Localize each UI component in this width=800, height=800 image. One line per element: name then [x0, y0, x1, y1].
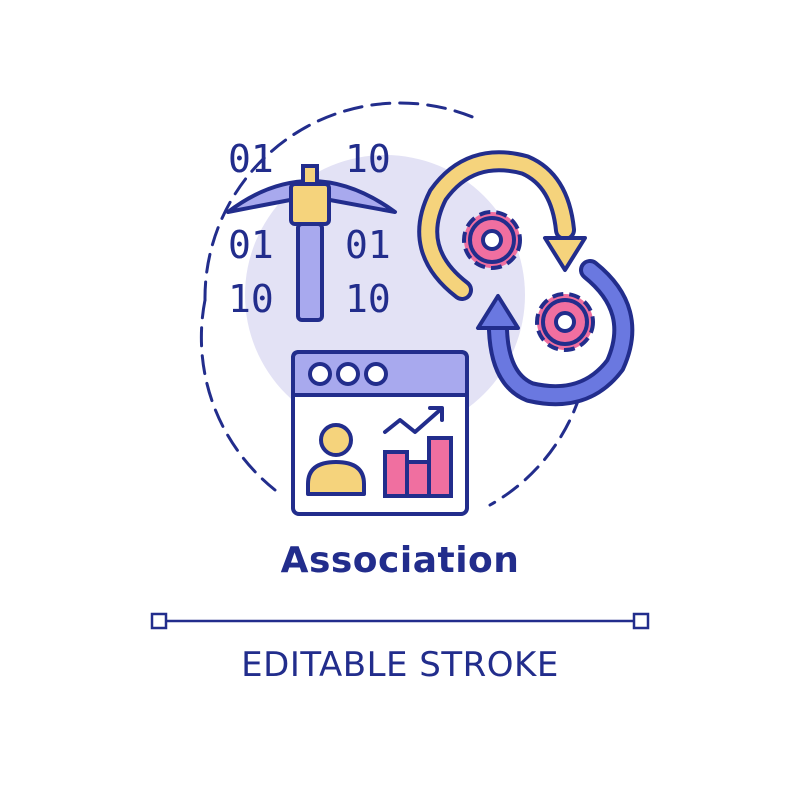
binary-digits: 10: [345, 137, 391, 181]
association-illustration: 01 10 01 01 10 10: [199, 101, 635, 516]
gears-cycle-icon: [417, 150, 635, 407]
binary-digits: 10: [228, 277, 274, 321]
window-dot-icon: [364, 362, 388, 386]
dashboard-window-icon: [291, 350, 469, 516]
binary-digits: 01: [228, 223, 274, 267]
window-dot-icon: [308, 362, 332, 386]
window-dot-icon: [336, 362, 360, 386]
dashed-ring-bottom-right: [488, 393, 582, 507]
bar-chart-icon: [383, 436, 453, 498]
editable-stroke-line: [150, 612, 650, 630]
trend-line-icon: [383, 406, 444, 434]
binary-digits: 01: [228, 137, 274, 181]
dashed-ring-bottom-left: [199, 298, 277, 492]
binary-digits: 01: [345, 223, 391, 267]
binary-digits: 10: [345, 277, 391, 321]
user-icon: [306, 423, 366, 496]
anchor-point-left: [150, 612, 168, 630]
editable-stroke-caption: EDITABLE STROKE: [241, 645, 559, 685]
anchor-point-right: [632, 612, 650, 630]
concept-title: Association: [280, 540, 520, 581]
pickaxe-icon: [226, 164, 397, 322]
dashed-ring-top-left: [203, 101, 477, 302]
